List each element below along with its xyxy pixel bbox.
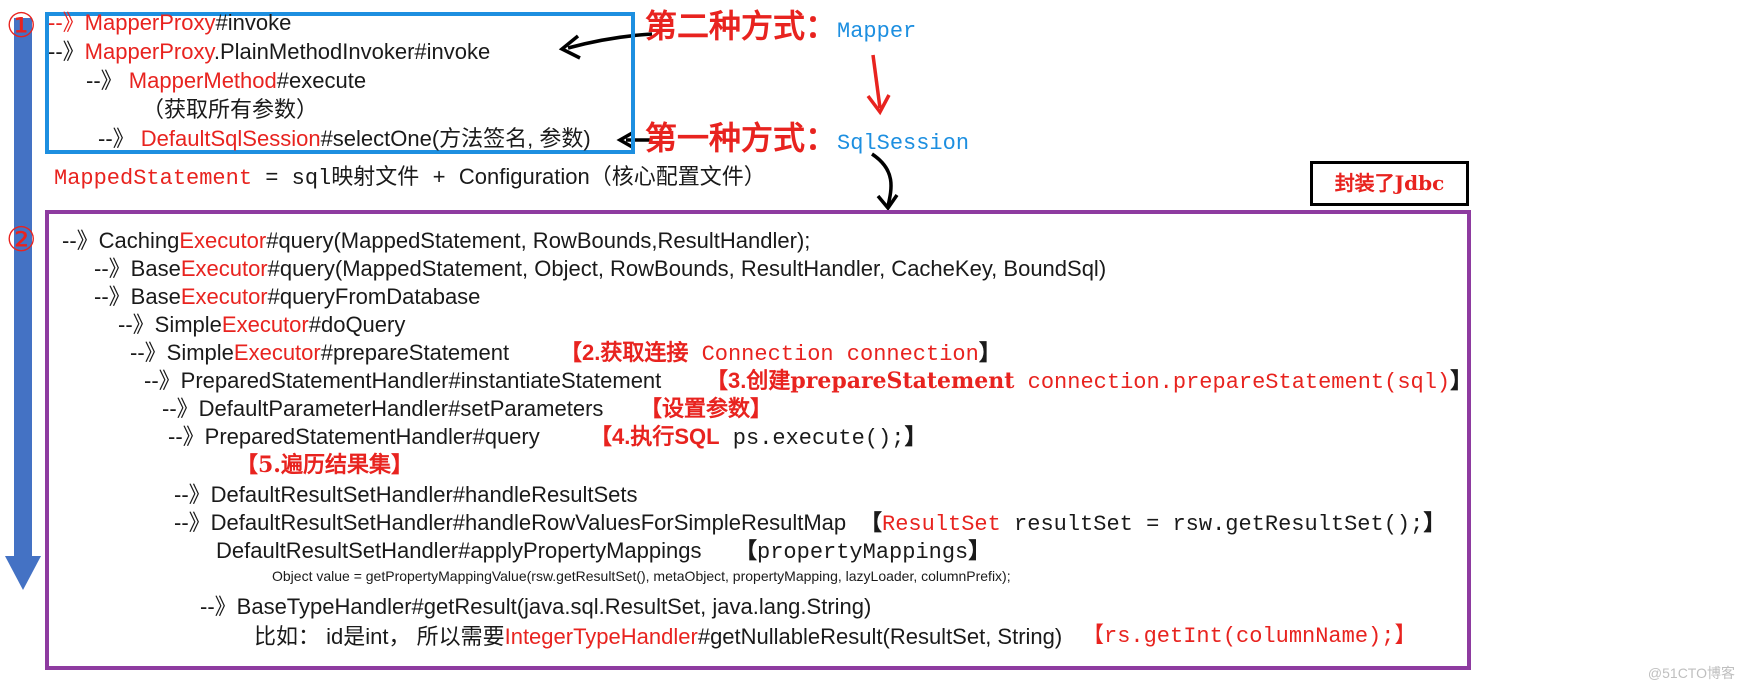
- marker-one: ①: [6, 6, 37, 46]
- note-execute-sql: 【4.执行SQL ps.execute();】: [590, 424, 927, 451]
- top-line-4: （获取所有参数）: [142, 97, 319, 122]
- main-row-6: --》PreparedStatementHandler#instantiateS…: [144, 368, 662, 393]
- note-set-parameters: 【设置参数】: [640, 396, 773, 422]
- marker-two: ②: [6, 220, 37, 260]
- main-row-11: --》DefaultResultSetHandler#handleRowValu…: [174, 510, 847, 535]
- arrow-second-way: [567, 32, 653, 50]
- note-property-mappings: 【propertyMappings】: [735, 538, 991, 565]
- mapped-statement-line: MappedStatement = sql映射文件 + Configuratio…: [54, 164, 766, 191]
- main-row-10: --》DefaultResultSetHandler#handleResultS…: [174, 482, 638, 507]
- arrow-sqlsession-to-executor: [871, 152, 893, 207]
- note-get-connection: 【2.获取连接 Connection connection】: [560, 340, 1001, 367]
- top-line-3: --》 MapperMethod#execute: [86, 68, 367, 93]
- top-line-1: --》MapperProxy#invoke: [48, 10, 292, 35]
- note-iterate-result-set: 【5.遍历结果集】: [236, 452, 413, 478]
- second-way-label: 第二种方式：Mapper: [645, 7, 917, 45]
- watermark: @51CTO博客: [1647, 665, 1735, 681]
- main-row-8: --》PreparedStatementHandler#query: [168, 424, 540, 449]
- main-row-12: DefaultResultSetHandler#applyPropertyMap…: [216, 538, 702, 563]
- main-row-3: --》BaseExecutor#queryFromDatabase: [94, 284, 481, 309]
- note-result-set: 【ResultSet resultSet = rsw.getResultSet(…: [860, 510, 1446, 537]
- main-row-13: Object value = getPropertyMappingValue(r…: [272, 568, 1011, 584]
- first-way-label: 第一种方式：SqlSession: [645, 119, 970, 157]
- arrow-mapper-to-sqlsession: [871, 54, 882, 109]
- main-row-14: --》BaseTypeHandler#getResult(java.sql.Re…: [200, 594, 872, 619]
- main-row-4: --》SimpleExecutor#doQuery: [118, 312, 406, 337]
- main-row-7: --》DefaultParameterHandler#setParameters: [162, 396, 604, 421]
- proxy-chain-box: [45, 12, 635, 154]
- note-get-int: 【rs.getInt(columnName);】: [1082, 624, 1417, 649]
- main-row-1: --》CachingExecutor#query(MappedStatement…: [62, 228, 811, 253]
- main-row-2: --》BaseExecutor#query(MappedStatement, O…: [94, 256, 1107, 281]
- jdbc-wrapper-label: 封装了Jdbc: [1310, 161, 1469, 206]
- top-line-5: --》 DefaultSqlSession#selectOne(方法签名, 参数…: [98, 126, 591, 151]
- executor-chain-box: [45, 210, 1471, 670]
- note-create-prepare-statement: 【3.创建prepareStatement connection.prepare…: [706, 368, 1473, 395]
- side-down-arrow: [5, 18, 41, 590]
- main-row-5: --》SimpleExecutor#prepareStatement: [130, 340, 510, 365]
- top-line-2: --》MapperProxy.PlainMethodInvoker#invoke: [48, 39, 491, 64]
- main-row-15: 比如： id是int， 所以需要IntegerTypeHandler#getNu…: [254, 624, 1063, 649]
